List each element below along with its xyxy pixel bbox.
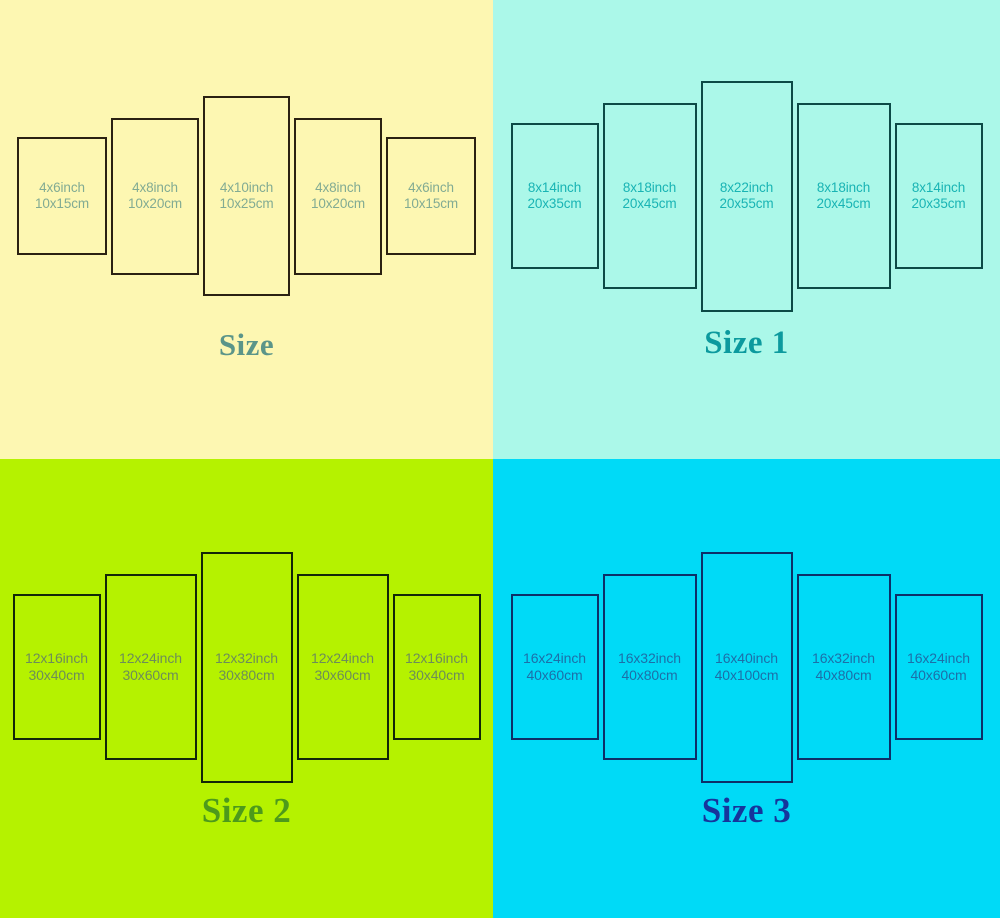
panel-size-inch: 4x6inch [39,179,85,195]
panel-size-inch: 16x32inch [618,649,681,666]
size-heading: Size 1 [704,325,789,361]
size-heading: Size 3 [701,791,792,830]
panel-size-cm: 30x40cm [28,667,85,683]
panel-size-inch: 16x40inch [715,649,778,666]
panel-size-inch: 4x8inch [315,179,361,195]
size-heading: Size 2 [201,791,292,830]
panel-size-inch: 8x14inch [911,179,966,195]
panel-size-cm: 40x60cm [526,667,583,683]
panel-size-cm: 20x35cm [527,196,582,211]
panel-size-cm: 40x100cm [714,667,779,683]
panel-size-inch: 12x24inch [119,649,182,666]
panel-size-cm: 40x80cm [815,667,872,683]
panel-size-inch: 16x32inch [812,649,875,666]
panel-size-inch: 4x6inch [408,179,454,195]
panel-size-cm: 10x25cm [219,196,274,211]
panel-size-inch: 8x18inch [622,179,677,195]
panel-size-inch: 12x16inch [405,649,468,666]
panel-size-cm: 30x40cm [408,667,465,683]
panel-size-inch: 16x24inch [523,649,586,666]
panel-size-inch: 4x10inch [219,179,274,195]
panel-size-cm: 20x45cm [816,196,871,211]
panel-size-inch: 8x18inch [816,179,871,195]
panel-size-cm: 30x60cm [314,667,371,683]
panel-size-cm: 20x45cm [622,196,677,211]
panel-size-inch: 4x8inch [132,179,178,195]
panel-size-inch: 12x16inch [25,649,88,666]
panel-size-cm: 40x60cm [910,667,967,683]
panel-size-inch: 8x14inch [527,179,582,195]
panel-size-inch: 16x24inch [907,649,970,666]
panel-size-cm: 10x20cm [127,196,183,211]
panel-size-inch: 12x32inch [215,649,278,666]
panel-size-cm: 30x80cm [218,667,275,683]
size-heading: Size [218,327,275,362]
panel-size-cm: 30x60cm [122,667,179,683]
panel-size-cm: 20x35cm [911,196,966,211]
panel-size-inch: 8x22inch [719,179,774,195]
panel-size-cm: 10x15cm [403,196,459,211]
panel-size-inch: 12x24inch [311,649,374,666]
panel-size-cm: 10x15cm [34,196,90,211]
panel-size-cm: 20x55cm [719,196,774,211]
panel-size-cm: 10x20cm [310,196,366,211]
panel-size-cm: 40x80cm [621,667,678,683]
